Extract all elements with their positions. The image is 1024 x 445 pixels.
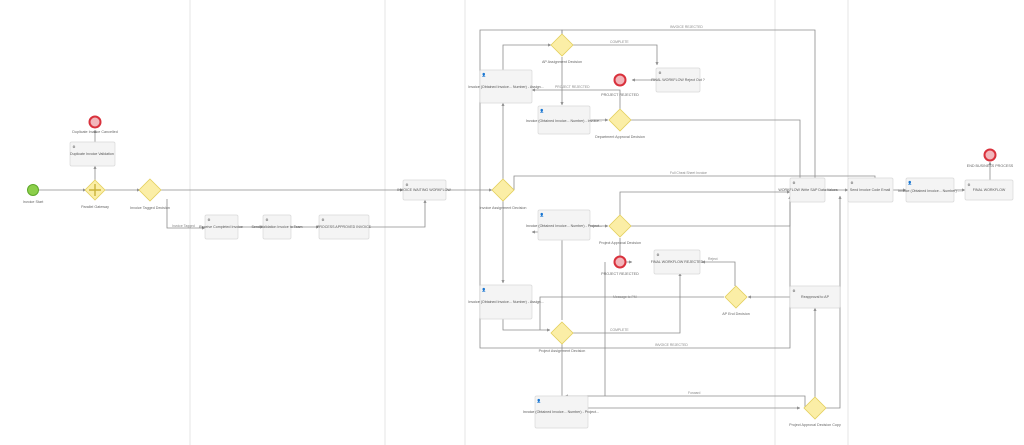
task-workflow-write-sap[interactable]: ⚙ WORKFLOW Write SAP Data Values: [778, 177, 838, 203]
svg-text:AP End Decision: AP End Decision: [722, 312, 750, 316]
gateway-dept-decision[interactable]: Department Approval Decision: [595, 108, 645, 139]
gateway-ap-decision[interactable]: AP Assignment Decision: [542, 33, 582, 64]
flow-label-invoice-tagged: Invoice Tagged: [172, 224, 195, 228]
gateway-project-copy[interactable]: Project Approval Decision Copy: [789, 396, 841, 427]
svg-text:FINAL WORKFLOW Reject Out ?: FINAL WORKFLOW Reject Out ?: [651, 78, 705, 82]
svg-text:PROJECT REJECTED: PROJECT REJECTED: [601, 272, 639, 276]
svg-text:👤: 👤: [908, 180, 912, 185]
svg-text:Project Assignment Decision: Project Assignment Decision: [539, 349, 586, 353]
gateway-parallel[interactable]: Parallel Gateway: [81, 179, 109, 209]
gateway-invoice-assignment[interactable]: Invoice Assignment Decision: [480, 178, 527, 210]
svg-text:Duplicate Invoice Cancelled: Duplicate Invoice Cancelled: [72, 130, 118, 134]
svg-text:⚙: ⚙: [792, 181, 796, 185]
svg-text:Reapproval to AP: Reapproval to AP: [801, 295, 830, 299]
task-final-workflow-rejected[interactable]: ⚙ FINAL WORKFLOW REJECTED: [651, 249, 704, 275]
svg-text:Invoice (Obtained Invoice... N: Invoice (Obtained Invoice... Number) - P…: [523, 410, 599, 414]
flow-label-invoice-rejected-2: INVOICE REJECTED: [655, 343, 688, 347]
task-process-approved[interactable]: ⚙ PROCESS APPROVED INVOICE: [317, 214, 372, 240]
gateway-pm-decision[interactable]: Project Assignment Decision: [539, 321, 586, 353]
svg-text:⚙: ⚙: [321, 218, 325, 222]
svg-text:AP Assignment Decision: AP Assignment Decision: [542, 60, 582, 64]
svg-text:Invoice Start: Invoice Start: [23, 200, 44, 204]
flow-label-complete: COMPLETE: [610, 40, 629, 44]
lane-separators: [189, 0, 849, 445]
flow-label-invoice-rejected: INVOICE REJECTED: [670, 25, 703, 29]
svg-text:Parallel Gateway: Parallel Gateway: [81, 205, 109, 209]
svg-text:⚙: ⚙: [405, 183, 409, 187]
svg-text:👤: 👤: [482, 72, 486, 77]
svg-text:👤: 👤: [540, 212, 544, 217]
sequence-flows: [39, 29, 992, 410]
flow-label-complete-2: COMPLETE: [610, 328, 629, 332]
svg-text:Invoice (Obtained Invoice... N: Invoice (Obtained Invoice... Number) - I…: [526, 119, 602, 123]
task-duplicate-validation[interactable]: ⚙ Duplicate Invoice Validation: [69, 141, 116, 167]
task-send-validation[interactable]: ⚙ Send Validation Invoice to Team: [251, 214, 303, 240]
end-event-duplicate[interactable]: Duplicate Invoice Cancelled: [72, 115, 118, 135]
task-invoice-final[interactable]: 👤 Invoice (Obtained Invoice... Number) -…: [898, 177, 962, 203]
gateway-ap-end[interactable]: AP End Decision: [722, 285, 750, 316]
svg-text:⚙: ⚙: [656, 253, 660, 257]
svg-text:⚙: ⚙: [265, 218, 269, 222]
svg-text:👤: 👤: [540, 108, 544, 113]
svg-text:Project Approval Decision Copy: Project Approval Decision Copy: [789, 423, 841, 427]
gateway-project-decision[interactable]: Project Approval Decision: [599, 214, 641, 245]
svg-text:Invoice (Obtained Invoice... N: Invoice (Obtained Invoice... Number) - P…: [526, 224, 602, 228]
start-event[interactable]: Invoice Start: [23, 184, 44, 205]
task-project-review[interactable]: 👤 Invoice (Obtained Invoice... Number) -…: [526, 209, 602, 241]
task-reapproval-to-ap[interactable]: ⚙ Reapproval to AP: [789, 285, 841, 309]
task-send-invoice-email[interactable]: ⚙ Send Invoice Code Email: [847, 177, 894, 203]
end-event-final[interactable]: END BUSINESS PROCESS: [967, 148, 1014, 169]
svg-text:Invoice (Obtained Invoice... N: Invoice (Obtained Invoice... Number) -..…: [898, 189, 962, 193]
svg-text:⚙: ⚙: [967, 183, 971, 187]
svg-text:👤: 👤: [537, 398, 541, 403]
svg-text:Receive Completed Invoice: Receive Completed Invoice: [199, 225, 243, 229]
task-dept-review[interactable]: 👤 Invoice (Obtained Invoice... Number) -…: [526, 105, 602, 135]
svg-text:Invoice Tagged Decision: Invoice Tagged Decision: [130, 206, 170, 210]
svg-text:FINAL WORKFLOW REJECTED: FINAL WORKFLOW REJECTED: [651, 260, 704, 264]
task-receive-completed[interactable]: ⚙ Receive Completed Invoice: [199, 214, 243, 240]
svg-text:👤: 👤: [482, 287, 486, 292]
svg-text:FINAL WORKFLOW: FINAL WORKFLOW: [973, 188, 1006, 192]
flow-label-forward: Forward: [688, 391, 701, 395]
task-final-workflow-reject[interactable]: ⚙ FINAL WORKFLOW Reject Out ?: [651, 67, 705, 93]
svg-text:Invoice Assignment Decision: Invoice Assignment Decision: [480, 206, 527, 210]
svg-text:⚙: ⚙: [850, 181, 854, 185]
svg-text:Invoice (Obtained Invoice... N: Invoice (Obtained Invoice... Number) - A…: [468, 300, 543, 304]
svg-text:Invoice (Obtained Invoice... N: Invoice (Obtained Invoice... Number) - A…: [468, 85, 543, 89]
svg-text:Send Validation Invoice to Tea: Send Validation Invoice to Team: [251, 225, 302, 229]
flow-label-reject: Reject: [708, 257, 718, 261]
task-project-review-2[interactable]: 👤 Invoice (Obtained Invoice... Number) -…: [523, 395, 599, 429]
flow-labels: Invoice Tagged COMPLETE INVOICE REJECTED…: [172, 25, 718, 395]
flow-label-project-rejected: PROJECT REJECTED: [555, 85, 590, 89]
svg-text:END BUSINESS PROCESS: END BUSINESS PROCESS: [967, 164, 1014, 168]
svg-text:⚙: ⚙: [792, 289, 796, 293]
svg-text:Send Invoice Code Email: Send Invoice Code Email: [850, 188, 891, 192]
gateway-invoice-tagged[interactable]: Invoice Tagged Decision: [130, 178, 170, 210]
svg-text:WORKFLOW Write SAP Data Values: WORKFLOW Write SAP Data Values: [778, 188, 838, 192]
svg-text:PROCESS APPROVED INVOICE: PROCESS APPROVED INVOICE: [317, 225, 372, 229]
task-ap-review[interactable]: 👤 Invoice (Obtained Invoice... Number) -…: [468, 69, 544, 104]
svg-text:⚙: ⚙: [72, 145, 76, 149]
task-invoice-waiting-workflow[interactable]: ⚙ INVOICE WAITING WORKFLOW: [397, 179, 451, 201]
task-final-workflow[interactable]: ⚙ FINAL WORKFLOW: [964, 179, 1014, 201]
svg-text:⚙: ⚙: [207, 218, 211, 222]
svg-text:PROJECT REJECTED: PROJECT REJECTED: [601, 93, 639, 97]
svg-text:Project Approval Decision: Project Approval Decision: [599, 241, 641, 245]
flow-label-full-cheat-sheet: Full Cheat Sheet Invoice: [670, 171, 707, 175]
end-event-project-rejected[interactable]: PROJECT REJECTED: [601, 73, 639, 98]
svg-text:INVOICE WAITING WORKFLOW: INVOICE WAITING WORKFLOW: [397, 188, 451, 192]
flow-label-message-to-pm: Message to PM: [613, 295, 637, 299]
task-pm-review[interactable]: 👤 Invoice (Obtained Invoice... Number) -…: [468, 284, 544, 320]
svg-text:Department Approval Decision: Department Approval Decision: [595, 135, 645, 139]
svg-text:⚙: ⚙: [658, 71, 662, 75]
end-event-project-rejected-2[interactable]: PROJECT REJECTED: [601, 255, 639, 277]
svg-text:Duplicate Invoice Validation: Duplicate Invoice Validation: [70, 152, 114, 156]
